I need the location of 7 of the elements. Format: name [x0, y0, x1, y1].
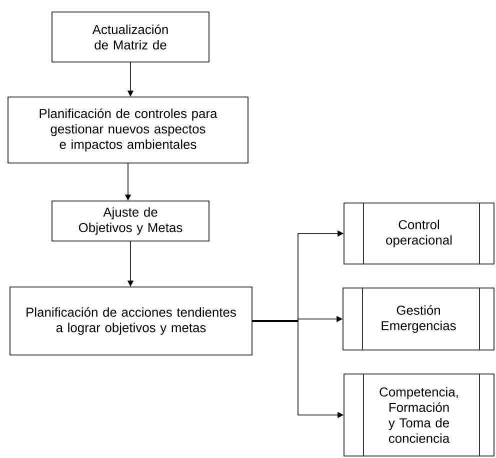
- subprocess-box: Competencia, Formación y Toma de conciencia: [344, 373, 494, 457]
- subprocess-box: Gestión Emergencias: [342, 287, 494, 351]
- process-box: Ajuste de Objetivos y Metas: [52, 200, 210, 242]
- process-box: Planificación de controles para gestionar nuevos aspectos e impactos ambientales: [8, 96, 248, 164]
- process-box: Actualización de Matriz de: [52, 12, 210, 62]
- subprocess-box: Control operacional: [344, 202, 494, 265]
- process-box: Planificación de acciones tendientes a lograr objetivos y metas: [10, 286, 252, 356]
